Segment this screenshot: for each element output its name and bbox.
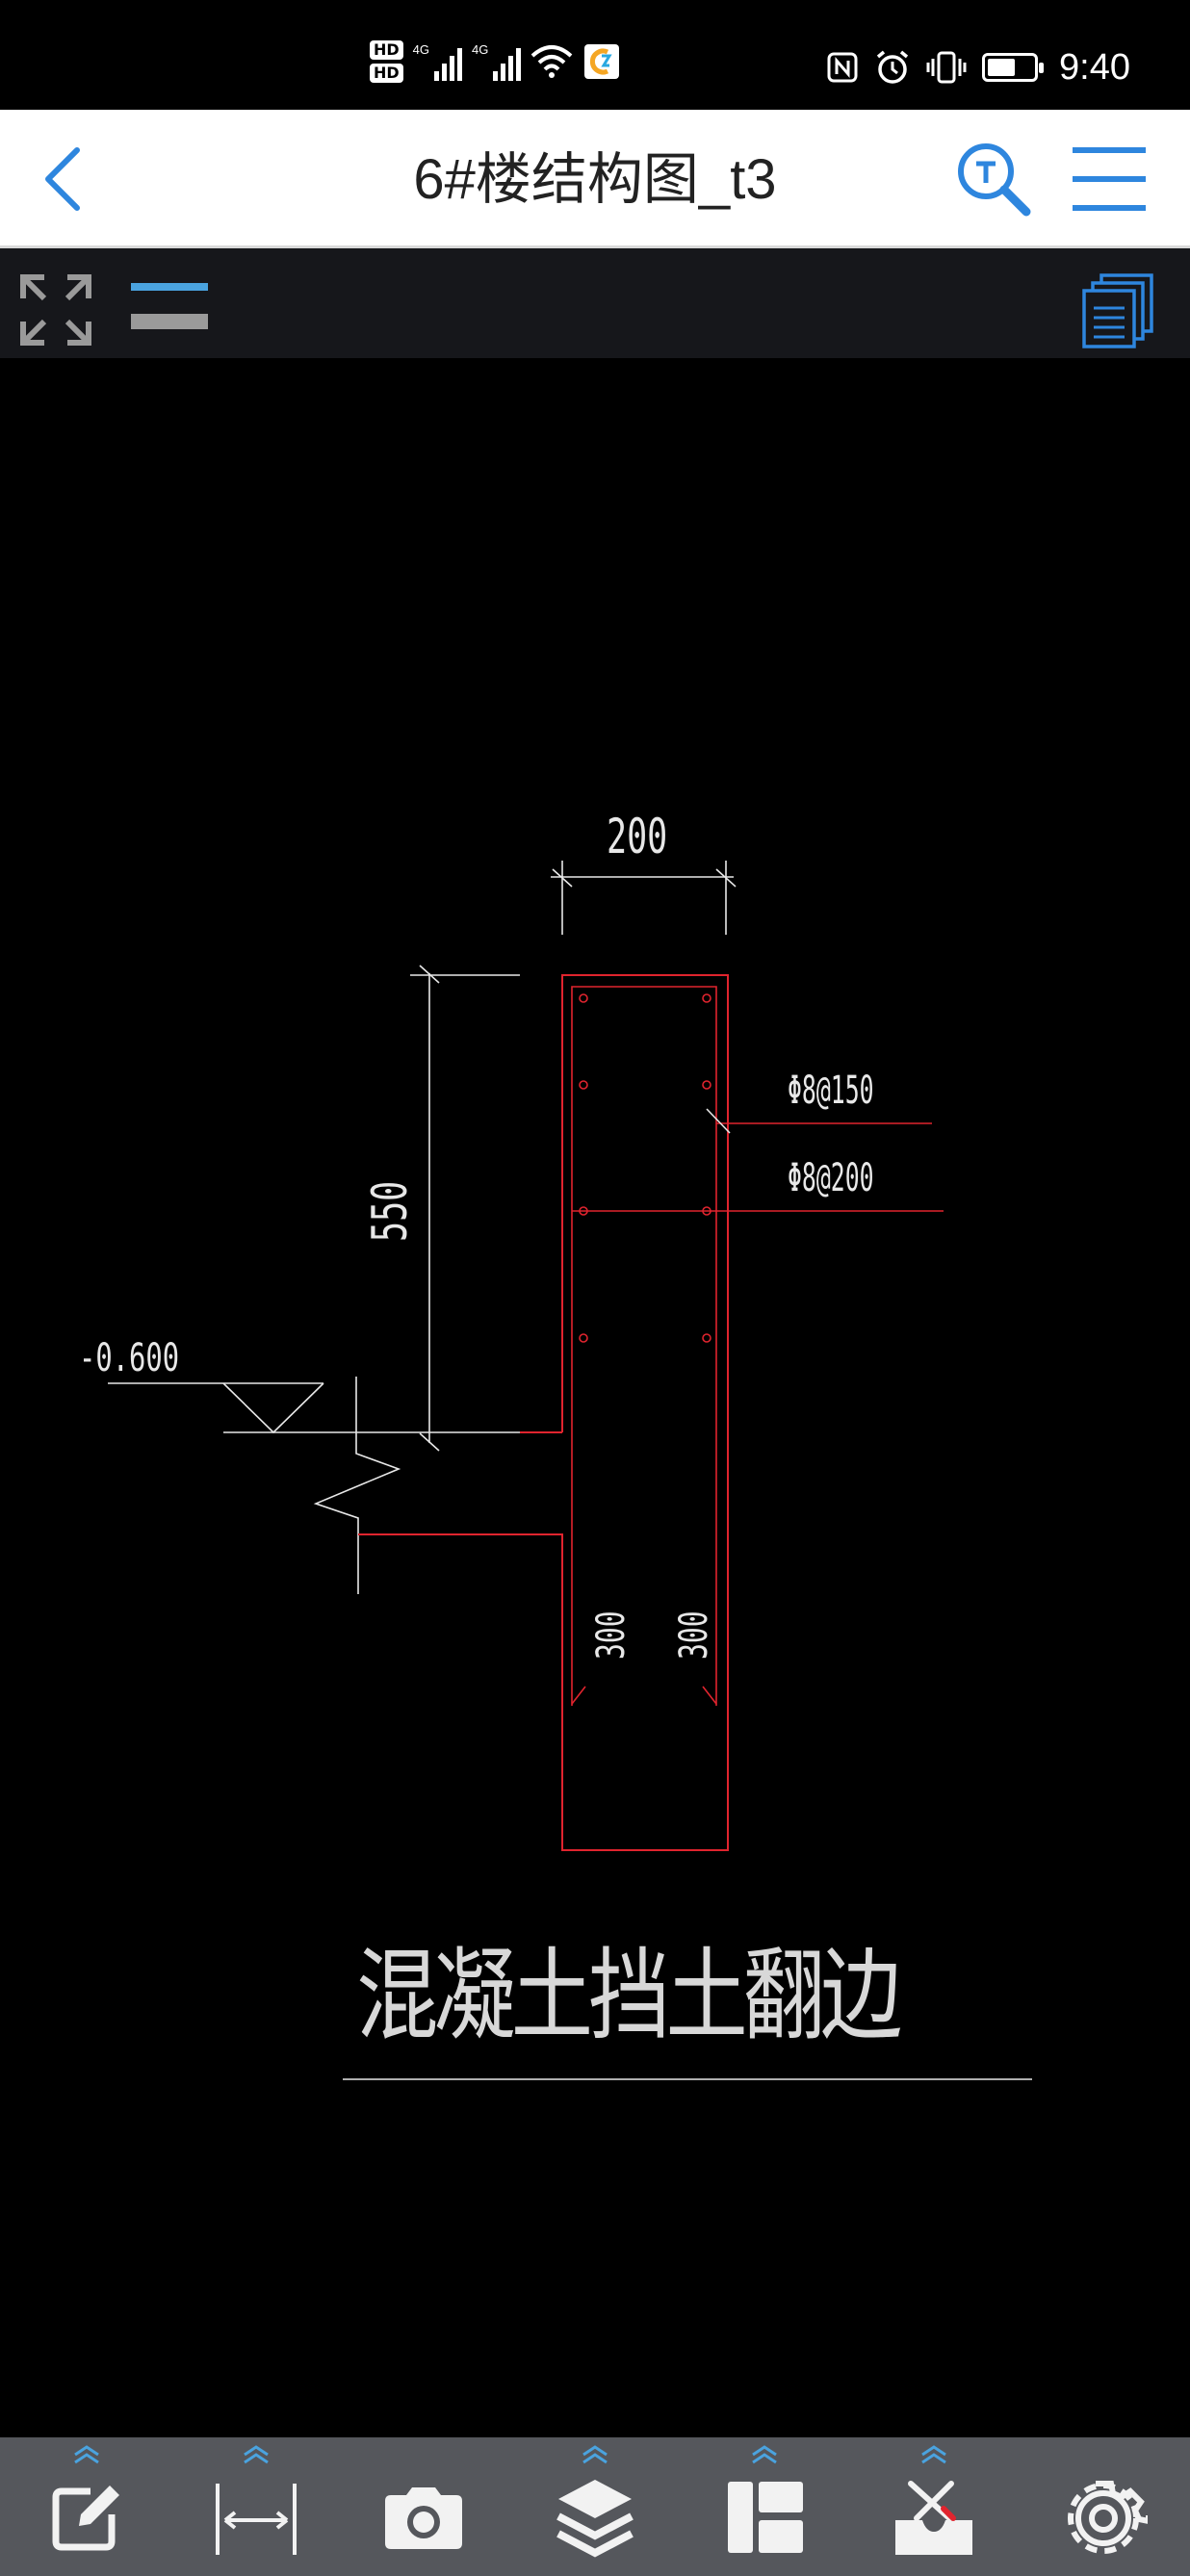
camera-icon: [385, 2487, 462, 2549]
view-tool-strip: [0, 248, 1190, 358]
alarm-icon: [876, 50, 909, 84]
pages-button[interactable]: [1080, 271, 1157, 348]
chevron-up-icon[interactable]: [65, 2445, 108, 2464]
layer-lines-button[interactable]: [129, 275, 210, 343]
bottom-toolbar: [0, 2437, 1190, 2576]
rebar-spec-2: Φ8@200: [788, 1156, 874, 1200]
page-title: 6#楼结构图_t3: [413, 148, 777, 211]
chevron-up-icon[interactable]: [913, 2445, 955, 2464]
cad-drawing-canvas[interactable]: 200 550 -0.600 Φ8@150 Φ8@200 300 300 混凝土…: [0, 358, 1190, 2437]
anchor-length-left: 300: [589, 1610, 634, 1660]
cad-section-drawing: [108, 861, 1032, 2080]
dim-width-label: 200: [607, 809, 668, 864]
vibrate-icon: [926, 51, 967, 84]
clock: 9:40: [1059, 46, 1130, 88]
hd2-label: HD: [374, 64, 400, 82]
hd-indicator: HD HD: [370, 40, 403, 83]
nfc-icon: [827, 52, 858, 83]
elevation-label: -0.600: [79, 1336, 180, 1380]
gear-icon: [1068, 2481, 1148, 2554]
menu-button[interactable]: [1069, 141, 1150, 218]
camera-tool[interactable]: [366, 2437, 481, 2576]
measure-tool[interactable]: [198, 2437, 314, 2576]
toolbox-icon: [895, 2481, 972, 2555]
hd1-label: HD: [374, 40, 400, 59]
text-search-button[interactable]: [953, 139, 1034, 219]
drawing-caption: 混凝土挡土翻边: [356, 1937, 902, 2054]
signal-icon: 4G: [472, 42, 522, 81]
signal-icon: 4G: [412, 42, 463, 81]
layout-tool[interactable]: [707, 2437, 822, 2576]
sim1-label: 4G: [412, 42, 430, 57]
layout-icon: [728, 2482, 803, 2553]
rebar: [571, 986, 944, 1706]
text-search-icon: [958, 143, 1031, 217]
fit-view-button[interactable]: [17, 271, 94, 348]
layers-icon: [556, 2480, 634, 2558]
system-indicators: 9:40: [826, 39, 1130, 96]
pages-icon: [1082, 273, 1153, 348]
concrete-outline: [358, 974, 729, 1851]
tools-tool[interactable]: [876, 2437, 992, 2576]
title-bar: 6#楼结构图_t3: [0, 110, 1190, 248]
edit-icon: [52, 2486, 119, 2551]
chevron-left-icon: [45, 147, 80, 211]
app-badge-icon: [582, 42, 621, 81]
hamburger-menu-icon: [1073, 147, 1146, 211]
back-button[interactable]: [35, 144, 96, 214]
sim2-label: 4G: [472, 42, 489, 57]
chevron-up-icon[interactable]: [574, 2445, 616, 2464]
dimension-lines: [108, 861, 737, 1594]
chevron-up-icon[interactable]: [743, 2445, 786, 2464]
hd-icon: HD: [370, 64, 403, 83]
chevron-up-icon[interactable]: [235, 2445, 277, 2464]
measure-icon: [216, 2484, 297, 2555]
network-indicators: HD HD 4G 4G: [370, 33, 621, 90]
dim-height-label: 550: [362, 1180, 418, 1242]
wifi-icon: [530, 44, 573, 79]
anchor-length-right: 300: [672, 1610, 716, 1660]
expand-icon: [20, 274, 91, 346]
leader-tick: [706, 1108, 731, 1134]
battery-icon: [982, 53, 1045, 82]
rebar-spec-1: Φ8@150: [788, 1069, 874, 1113]
settings-tool[interactable]: [1046, 2437, 1161, 2576]
status-bar: HD HD 4G 4G: [0, 0, 1190, 110]
edit-tool[interactable]: [29, 2437, 144, 2576]
layers-tool[interactable]: [537, 2437, 653, 2576]
hd-icon: HD: [370, 40, 403, 60]
layer-lines-icon: [131, 283, 208, 329]
